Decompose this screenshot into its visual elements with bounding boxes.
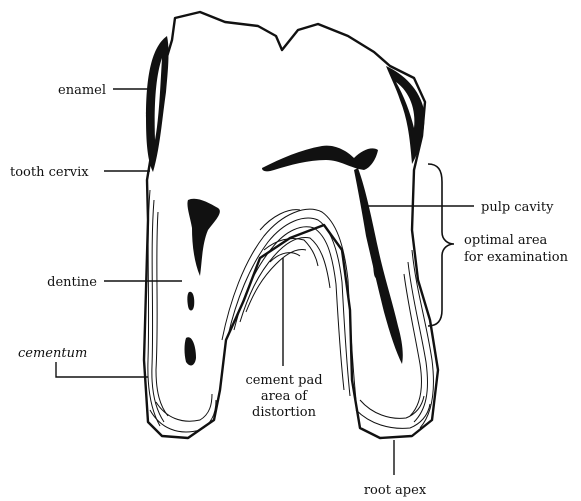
optimal-area-brace [428,164,454,326]
label-dentine: dentine [47,275,97,290]
label-cementum: cementum [18,346,87,361]
label-cement-pad-line1: cement pad [245,373,322,388]
label-tooth-cervix: tooth cervix [10,165,89,180]
label-optimal-area-line2: for examination [464,250,569,265]
label-enamel: enamel [58,83,106,98]
label-cement-pad-line2: area of [261,389,308,404]
label-optimal-area-line1: optimal area [464,233,548,248]
label-cement-pad-line3: distortion [252,405,317,420]
label-pulp-cavity: pulp cavity [481,200,554,215]
label-root-apex: root apex [364,483,427,498]
leader-cementum [56,362,148,377]
